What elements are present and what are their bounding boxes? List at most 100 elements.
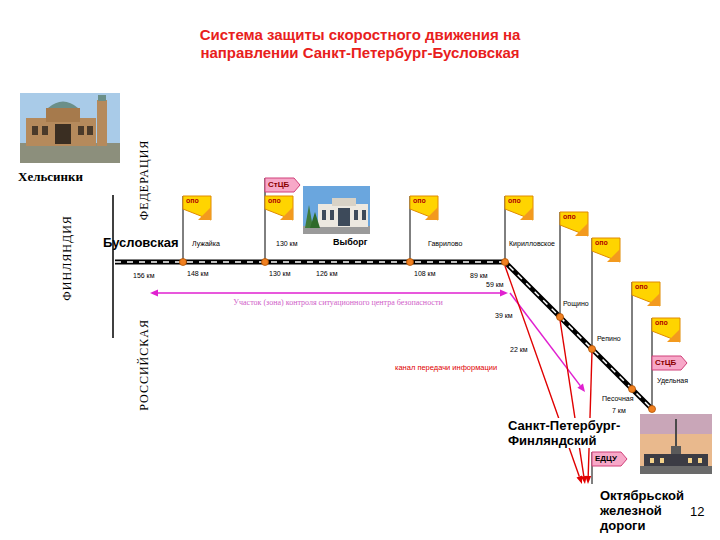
flag-text: опо <box>265 196 293 206</box>
border-line <box>112 195 114 338</box>
country-label: ФЕДЕРАЦИЯ <box>138 140 152 220</box>
flag-accent <box>647 293 660 306</box>
flag-text: опо <box>183 196 211 206</box>
flag-accent <box>667 329 680 342</box>
station-building <box>644 454 708 468</box>
window <box>55 124 71 144</box>
track-line <box>115 262 652 409</box>
opo-flag: опо <box>592 238 620 262</box>
photo-sky <box>20 93 120 163</box>
window <box>660 458 664 463</box>
station-label: Кирилловское <box>509 240 555 248</box>
flag-outline <box>265 178 300 192</box>
km-label: 126 км <box>316 270 338 278</box>
station-label: Выборг <box>333 237 368 247</box>
city-label: Хельсинки <box>18 170 83 185</box>
flag-text: СтЦБ <box>652 356 687 369</box>
station-label: Бусловская <box>103 236 179 251</box>
city-label: Санкт-Петербург-Финляндский <box>508 418 636 448</box>
station-label: Лужайка <box>192 240 220 248</box>
channel-line <box>588 352 592 476</box>
flag-outline <box>632 282 660 306</box>
km-label: 130 км <box>269 270 291 278</box>
flag-outline <box>265 196 293 220</box>
opo-flag: опо <box>410 196 438 220</box>
opo-flag: опо <box>505 196 533 220</box>
station-dot <box>557 314 564 321</box>
station-dot <box>589 346 596 353</box>
station-dot <box>262 259 269 266</box>
station-dot <box>502 259 509 266</box>
flag-text: опо <box>560 212 588 222</box>
channel-label: канал передачи информации <box>395 364 497 373</box>
arrow-head <box>500 290 508 297</box>
km-label: 7 км <box>612 407 626 415</box>
photo-ground <box>640 466 712 474</box>
helsinki-photo <box>20 93 120 163</box>
window <box>32 126 38 135</box>
flag-outline <box>652 318 680 342</box>
window <box>698 458 702 463</box>
station-label: Песочная <box>602 395 633 403</box>
country-label: ФИНЛЯНДИЯ <box>61 215 75 300</box>
opo-flag: опо <box>183 196 211 220</box>
arrow-head <box>577 384 585 393</box>
station-label: Рощино <box>563 300 589 308</box>
station-dot <box>649 406 656 413</box>
country-label: РОССИЙСКАЯ <box>138 319 152 411</box>
station-building <box>26 118 96 146</box>
tree <box>310 212 320 228</box>
station-building <box>332 198 356 206</box>
opo-flag: опо <box>632 282 660 306</box>
km-label: 148 км <box>187 270 209 278</box>
window <box>78 126 84 135</box>
window <box>354 210 358 220</box>
station-building <box>318 204 368 227</box>
flag-outline <box>560 212 588 236</box>
photo-sky <box>640 414 712 474</box>
flag-accent <box>607 249 620 262</box>
railway-track <box>115 262 652 409</box>
station-label: Удельная <box>657 377 688 385</box>
page-number: 12 <box>690 505 704 520</box>
flag-accent <box>280 207 293 220</box>
window <box>87 126 93 135</box>
flag-text: опо <box>632 282 660 292</box>
window <box>338 208 350 226</box>
flag-pole <box>592 238 593 349</box>
km-label: 156 км <box>133 272 155 280</box>
flag-poles <box>183 178 652 484</box>
flag-accent <box>520 207 533 220</box>
km-label: 59 км <box>486 281 504 289</box>
flag-text: опо <box>592 238 620 248</box>
window <box>650 458 654 463</box>
window <box>42 126 48 135</box>
stcb-flag: СтЦБ <box>652 356 687 370</box>
flag-outline <box>410 196 438 220</box>
km-label: 130 км <box>276 240 298 248</box>
stcb-flag: СтЦБ <box>265 178 300 192</box>
km-label: 89 км <box>470 272 488 280</box>
station-tower <box>98 95 106 101</box>
flag-accent <box>425 207 438 220</box>
window <box>322 210 326 220</box>
flag-pole <box>560 212 561 317</box>
flag-outline <box>592 238 620 262</box>
window <box>362 210 366 220</box>
arrow-head <box>150 290 158 297</box>
flag-pole <box>632 282 633 389</box>
flag-accent <box>575 223 588 236</box>
vyborg-photo <box>303 186 370 234</box>
station-tower <box>97 100 107 146</box>
flag-text: СтЦБ <box>265 178 300 191</box>
flag-outline <box>652 356 687 370</box>
km-label: 22 км <box>510 346 528 354</box>
flag-text: опо <box>505 196 533 206</box>
station-label: Гаврилово <box>428 240 462 248</box>
station-dot <box>180 259 187 266</box>
zone-label: Участок (зона) контроля ситуационного це… <box>233 298 442 307</box>
flag-text: опо <box>410 196 438 206</box>
edcu-flag: ЕДЦУ <box>592 452 627 466</box>
flag-outline <box>183 196 211 220</box>
arrow-head <box>585 476 591 484</box>
